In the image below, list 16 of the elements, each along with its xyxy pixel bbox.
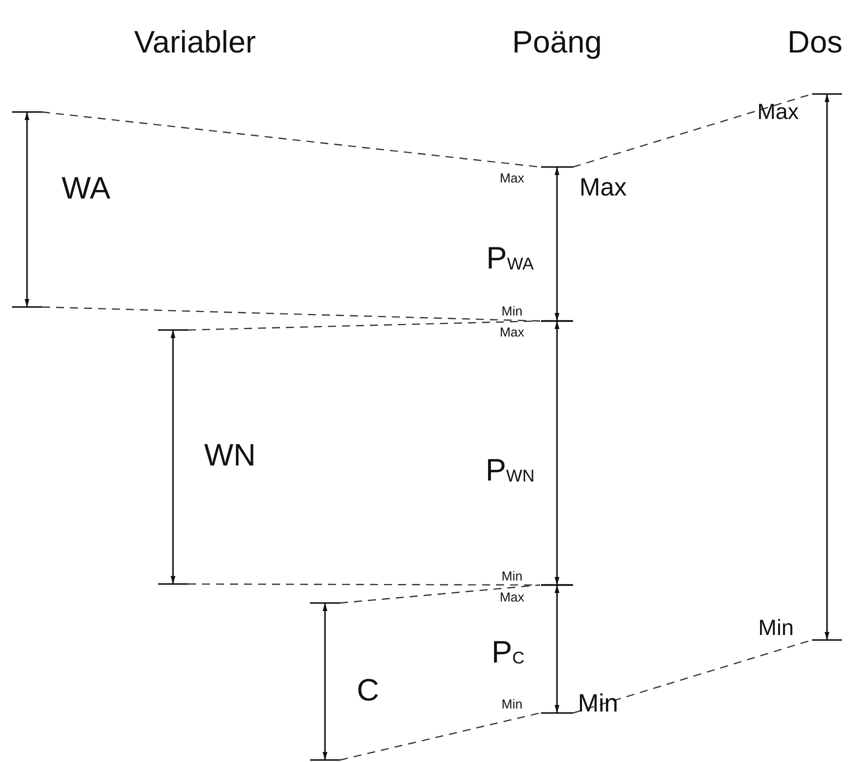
limit-label: Max — [500, 590, 524, 604]
column-heading: Poäng — [512, 26, 602, 58]
limit-label: Min — [758, 617, 794, 639]
column-heading: Variabler — [134, 26, 256, 58]
variable-label: C — [356, 674, 380, 706]
limit-label: Min — [502, 570, 522, 582]
variable-label: WA — [62, 172, 110, 204]
limit-label: Max — [500, 326, 524, 338]
limit-label: Max — [579, 176, 627, 200]
limit-label: Max — [500, 172, 524, 184]
variable-label: WN — [204, 440, 256, 470]
limit-label: Min — [502, 698, 522, 710]
column-heading: Dos — [787, 26, 843, 58]
limit-label: Min — [502, 304, 522, 318]
limit-label: Min — [578, 692, 618, 716]
limit-label: Max — [757, 101, 799, 123]
